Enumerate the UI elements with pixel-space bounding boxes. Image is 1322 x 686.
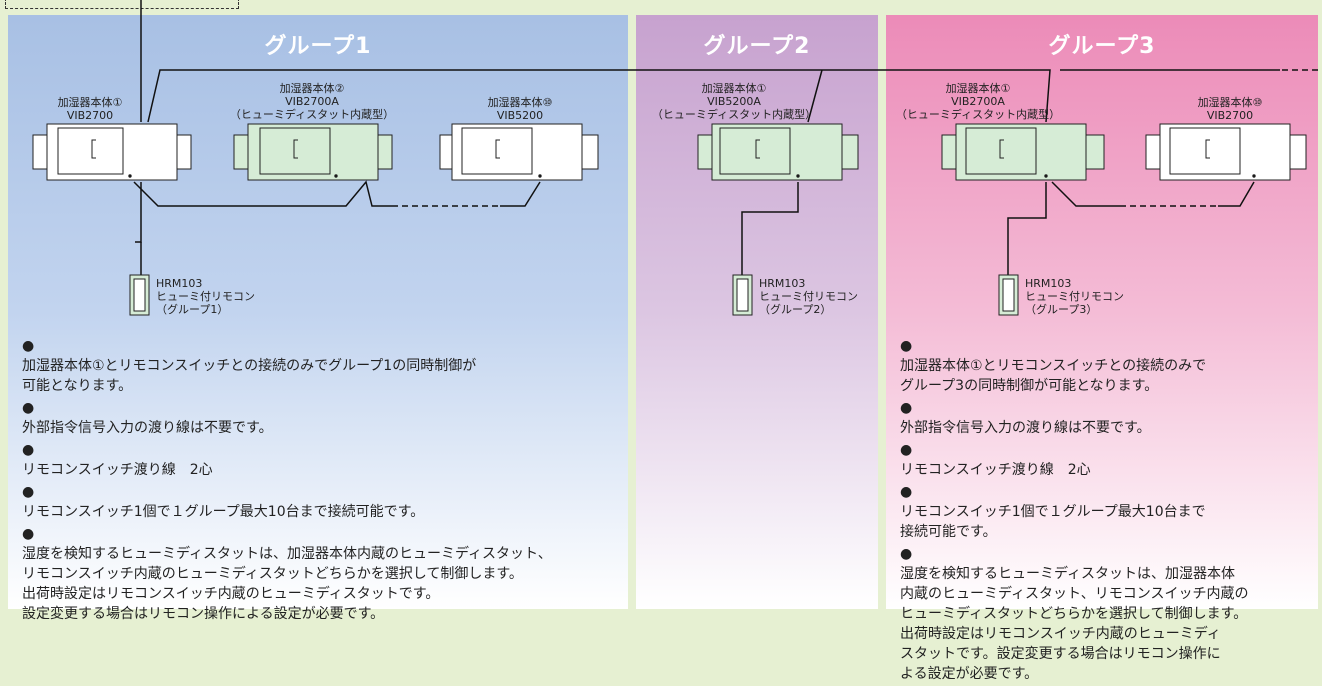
group-1-title: グループ1 [264,34,372,59]
group-1-chain-end [500,181,541,207]
group-1-note-4: リモコンスイッチ1個で１グループ最大10台まで接続可能です。 [22,482,622,522]
group-1-note-2: 外部指令信号入力の渡り線は不要です。 [22,398,622,438]
group-1-unit-2 [233,123,393,181]
group-2-remote-wire [741,182,799,275]
group-3-remote-label: HRM103 ヒューミ付リモコン （グループ3） [1025,277,1124,316]
group-3-unit-10 [1145,123,1307,181]
group-3-note-1: 加湿器本体①とリモコンスイッチとの接続のみでグループ3の同時制御が可能となります… [900,336,1320,396]
group-1-remote [129,274,150,316]
group-2-unit-1 [697,123,859,181]
group-3-notes: 加湿器本体①とリモコンスイッチとの接続のみでグループ3の同時制御が可能となります… [900,336,1320,686]
group-1-unit-1-label: 加湿器本体① VIB2700 [57,96,123,122]
group-1-unit-2-label: 加湿器本体② VIB2700A （ヒューミディスタット内蔵型） [229,82,395,121]
remote-crossover-wire [147,69,1051,123]
group-1-unit-10-label: 加湿器本体⑩ VIB5200 [487,96,553,122]
group-3-unit-1 [941,123,1105,181]
group-1-unit-10 [439,123,599,181]
group-1-chain-wire [133,180,392,207]
external-signal-box [5,0,239,9]
group-3-note-2: 外部指令信号入力の渡り線は不要です。 [900,398,1320,438]
group-3-note-4: リモコンスイッチ1個で１グループ最大10台まで接続可能です。 [900,482,1320,542]
group-2-remote-label: HRM103 ヒューミ付リモコン （グループ2） [759,277,858,316]
group-1-remote-wire [135,182,142,243]
group-2-unit-1-label: 加湿器本体① VIB5200A （ヒューミディスタット内蔵型） [651,82,817,121]
group-3-remote-wire [1007,182,1047,275]
wiring-diagram [32,0,1320,316]
group-2-panel [636,15,878,609]
group-1-remote-label: HRM103 ヒューミ付リモコン （グループ1） [156,277,255,316]
group-3-unit-10-label: 加湿器本体⑩ VIB2700 [1197,96,1263,122]
group-2-branch-wire [807,69,823,123]
group-3-remote [998,274,1019,316]
group-3-note-5: 湿度を検知するヒューミディスタットは、加湿器本体内蔵のヒューミディスタット、リモ… [900,544,1320,684]
group-3-title: グループ3 [1048,34,1156,59]
group-3-unit-1-label: 加湿器本体① VIB2700A （ヒューミディスタット内蔵型） [895,82,1061,121]
group-1-notes: 加湿器本体①とリモコンスイッチとの接続のみでグループ1の同時制御が可能となります… [22,336,622,626]
group-3-chain-wire [1051,181,1120,207]
group-1-note-1: 加湿器本体①とリモコンスイッチとの接続のみでグループ1の同時制御が可能となります… [22,336,622,396]
group-2-title: グループ2 [703,34,811,59]
group-1-note-3: リモコンスイッチ渡り線 2心 [22,440,622,480]
group-3-note-3: リモコンスイッチ渡り線 2心 [900,440,1320,480]
group-3-chain-end [1218,181,1255,207]
group-1-unit-1 [32,123,192,181]
group-2-remote [732,274,753,316]
group-1-note-5: 湿度を検知するヒューミディスタットは、加湿器本体内蔵のヒューミディスタット、リモ… [22,524,622,624]
